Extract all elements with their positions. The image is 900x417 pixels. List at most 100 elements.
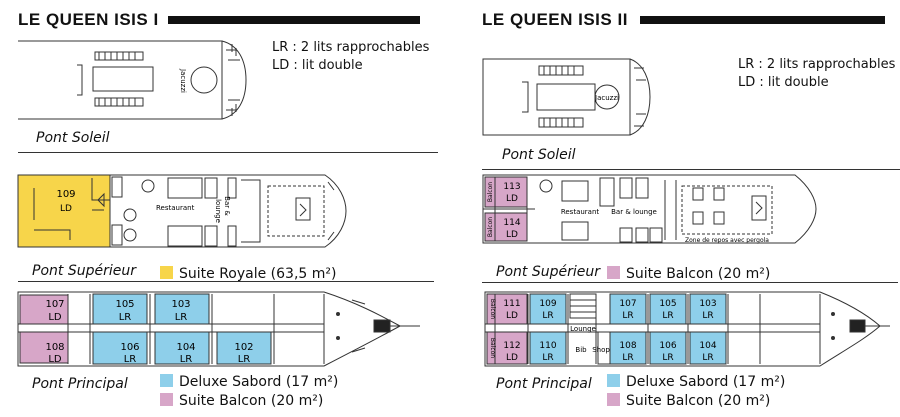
left-cabin-105-area — [92, 293, 148, 325]
left-cabin-104-num: 104 — [176, 342, 195, 353]
left-legend: LR : 2 lits rapprochables LD : lit doubl… — [272, 39, 429, 75]
left-cabin-106-num: 106 — [120, 342, 139, 353]
left-bar-label: Bar & — [223, 196, 231, 216]
left-upper-deck — [17, 174, 347, 248]
right-ship-title: LE QUEEN ISIS II — [482, 10, 628, 29]
right-sun-deck — [482, 58, 651, 136]
right-cabin-108-area — [609, 331, 647, 365]
right-deck-superieur-text: Pont Supérieur — [496, 264, 600, 280]
right-main-deck — [484, 291, 890, 367]
left-cabin-103-type: LR — [175, 312, 188, 323]
right-cabin-104-num: 104 — [699, 341, 716, 351]
left-legend-ld: LD : lit double — [272, 58, 363, 73]
right-balcon-label-upper-1: Balcon — [487, 182, 494, 202]
left-cabin-105-type: LR — [119, 312, 132, 323]
right-cabin-106-num: 106 — [659, 341, 676, 351]
left-lounge-label: lounge — [214, 199, 222, 223]
left-deck-label-principal: Pont Principal — [32, 376, 128, 392]
right-cabin-112-area — [486, 331, 528, 365]
right-balcon-label-main-2: Balcon — [489, 338, 496, 358]
right-cabin-110-area — [529, 331, 567, 365]
left-cabin-109-type: LD — [60, 204, 72, 214]
right-cabin-112-num: 112 — [503, 341, 520, 351]
deluxe-sabord-swatch-right — [607, 374, 620, 387]
right-restaurant-label: Restaurant — [561, 208, 600, 216]
left-title-bar — [168, 16, 420, 24]
right-cabin-104-area — [689, 331, 727, 365]
left-cabin-109-area — [17, 174, 111, 248]
right-zone-label: Zone de repos avec pergola — [685, 237, 769, 244]
right-cabin-103-type: LR — [702, 311, 713, 321]
right-shop-label: Shop — [592, 346, 610, 354]
suite-balcon-swatch-right — [607, 393, 620, 406]
right-cabin-110-num: 110 — [539, 341, 556, 351]
right-key-suite-balcon-upper: Suite Balcon (20 m²) — [607, 266, 770, 282]
left-key-deluxe-sabord-text: Deluxe Sabord (17 m²) — [179, 374, 339, 390]
right-deck-plans: Jacuzzi 113 LD 114 LD Balcon Balcon Rest… — [482, 58, 890, 367]
right-jacuzzi-label: Jacuzzi — [594, 94, 619, 102]
right-cabin-113-area — [484, 176, 528, 208]
right-cabin-107-area — [609, 293, 647, 325]
right-cabin-106-type: LR — [662, 353, 673, 363]
suite-balcon-swatch-upper — [607, 266, 620, 279]
left-sun-deck — [18, 40, 247, 120]
right-balcon-label-main-1: Balcon — [489, 299, 496, 319]
right-bar-lounge-label: Bar & lounge — [611, 208, 657, 216]
right-legend: LR : 2 lits rapprochables LD : lit doubl… — [738, 56, 895, 92]
right-key-suite-balcon-upper-text: Suite Balcon (20 m²) — [626, 266, 771, 282]
left-cabin-108-num: 108 — [45, 342, 64, 353]
right-cabin-105-num: 105 — [659, 299, 676, 309]
left-cabin-106-type: LR — [124, 354, 137, 365]
left-cabin-107-num: 107 — [45, 299, 64, 310]
right-upper-deck — [482, 174, 817, 244]
right-cabin-114-type: LD — [506, 230, 518, 240]
right-cabin-108-num: 108 — [619, 341, 636, 351]
right-title-bar — [640, 16, 885, 24]
right-cabin-104-type: LR — [702, 353, 713, 363]
left-deck-plans: Jacuzzi 109 LD Restaurant Bar & lounge — [17, 40, 420, 367]
left-legend-lr: LR : 2 lits rapprochables — [272, 40, 430, 55]
right-cabin-105-type: LR — [662, 311, 673, 321]
left-cabin-108-type: LD — [48, 354, 62, 365]
left-cabin-105-num: 105 — [115, 299, 134, 310]
left-cabin-106-area — [92, 331, 148, 365]
left-restaurant-label: Restaurant — [156, 204, 195, 212]
left-deck-label-superieur: Pont Supérieur — [18, 263, 434, 282]
right-cabin-110-type: LR — [542, 353, 553, 363]
right-key-suite-balcon-text: Suite Balcon (20 m²) — [626, 393, 771, 409]
right-balcon-label-upper-2: Balcon — [487, 217, 494, 237]
right-legend-ld: LD : lit double — [738, 75, 829, 90]
suite-balcon-swatch — [160, 393, 173, 406]
left-ship-title: LE QUEEN ISIS I — [18, 10, 159, 29]
right-cabin-109-type: LR — [542, 311, 553, 321]
left-key-suite-royale-text: Suite Royale (63,5 m²) — [179, 266, 337, 282]
right-cabin-111-area — [486, 293, 528, 325]
right-cabin-107-num: 107 — [619, 299, 636, 309]
right-deck-label-superieur: Pont Supérieur — [482, 264, 898, 283]
left-key-suite-royale: Suite Royale (63,5 m²) — [160, 266, 336, 282]
right-cabin-103-area — [689, 293, 727, 325]
left-cabin-103-num: 103 — [171, 299, 190, 310]
right-cabin-106-area — [649, 331, 687, 365]
left-key-suite-balcon-text: Suite Balcon (20 m²) — [179, 393, 324, 409]
right-key-deluxe-sabord: Deluxe Sabord (17 m²) — [607, 374, 785, 390]
left-cabin-102-type: LR — [238, 354, 251, 365]
left-deck-superieur-text: Pont Supérieur — [32, 263, 136, 279]
right-deck-label-principal: Pont Principal — [496, 376, 592, 392]
left-cabin-102-num: 102 — [234, 342, 253, 353]
right-deck-label-soleil: Pont Soleil — [482, 147, 900, 170]
right-legend-lr: LR : 2 lits rapprochables — [738, 57, 896, 72]
right-bib-label: Bib — [575, 346, 587, 354]
right-cabin-103-num: 103 — [699, 299, 716, 309]
right-lounge-label: Lounge — [570, 325, 596, 333]
left-key-suite-balcon: Suite Balcon (20 m²) — [160, 393, 323, 409]
deluxe-sabord-swatch — [160, 374, 173, 387]
right-key-deluxe-sabord-text: Deluxe Sabord (17 m²) — [626, 374, 786, 390]
right-cabin-111-type: LD — [506, 311, 518, 321]
left-key-deluxe-sabord: Deluxe Sabord (17 m²) — [160, 374, 338, 390]
right-cabin-108-type: LR — [622, 353, 633, 363]
suite-royale-swatch — [160, 266, 173, 279]
right-key-suite-balcon: Suite Balcon (20 m²) — [607, 393, 770, 409]
left-cabin-102-area — [216, 331, 272, 365]
right-cabin-107-type: LR — [622, 311, 633, 321]
